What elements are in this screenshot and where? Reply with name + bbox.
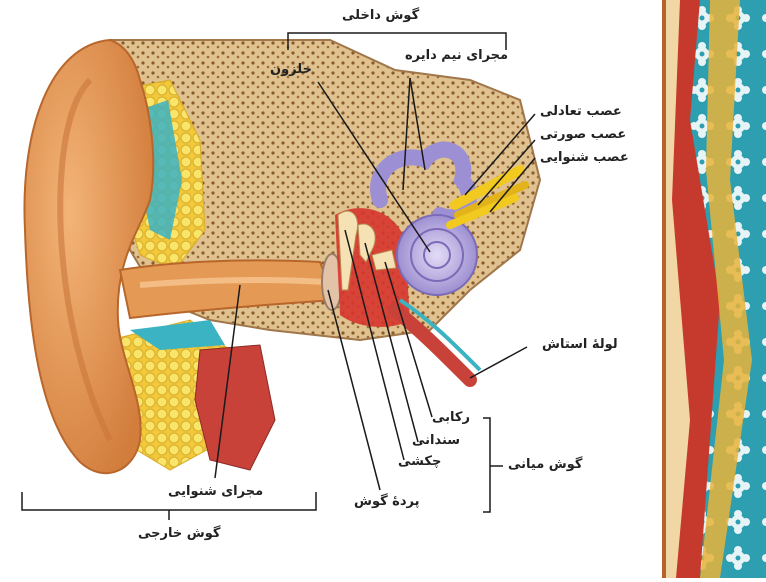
malleus: [337, 210, 358, 291]
label-stapes: رکابی: [432, 410, 470, 425]
decorative-border: [662, 0, 766, 578]
label-auditory-nerve: عصب شنوایی: [540, 150, 629, 165]
label-vestibular-nerve: عصب تعادلی: [540, 104, 622, 119]
outer-ear-pinna: [23, 38, 155, 475]
label-cochlea: حلزون: [270, 62, 312, 77]
leader-lines: [21, 32, 536, 520]
eustachian-tube: [388, 303, 477, 387]
label-middle-ear: گوش میانی: [508, 457, 583, 472]
cochlea: [396, 214, 478, 296]
label-malleus: چکشی: [398, 454, 442, 469]
label-inner-ear: گوش داخلی: [342, 8, 420, 23]
label-outer-ear: گوش خارجی: [138, 526, 221, 541]
label-eustachian-tube: لولهٔ استاش: [542, 337, 618, 352]
nerves: [446, 165, 529, 229]
muscle: [194, 344, 276, 471]
label-semicircular-canals: مجرای نیم دایره: [405, 48, 509, 63]
incus: [357, 223, 376, 263]
stapes: [371, 249, 397, 271]
label-incus: سندانی: [412, 433, 461, 448]
label-facial-nerve: عصب صورتی: [540, 127, 627, 142]
label-eardrum: پردهٔ گوش: [354, 494, 420, 509]
label-ear-canal: مجرای شنوایی: [168, 484, 264, 499]
